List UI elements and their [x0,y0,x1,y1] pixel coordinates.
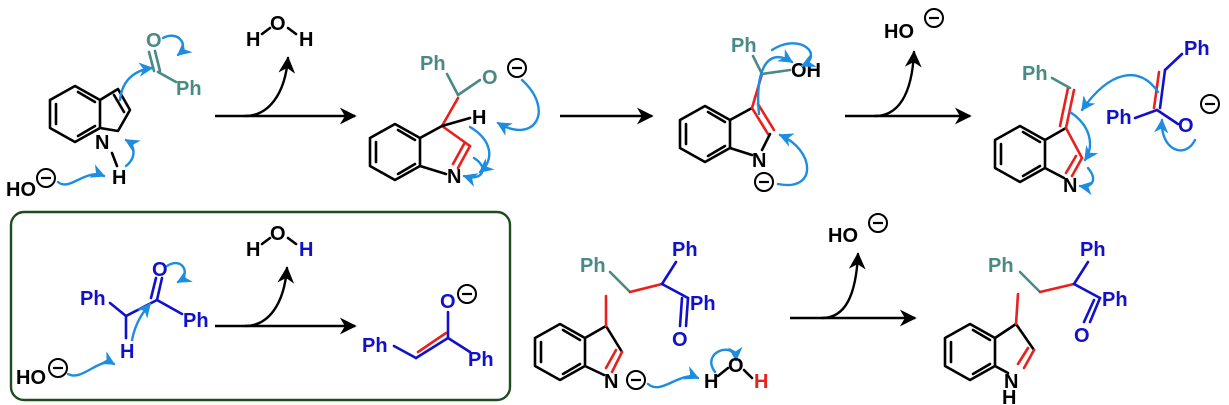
c3-hydrogen: H [472,107,486,129]
svg-text:O: O [728,355,744,377]
molecule-enolate: Ph Ph O [1106,38,1221,137]
svg-text:O: O [1074,325,1090,347]
negative-charge-icon [625,369,647,391]
hydroxide-label: HO [6,179,36,201]
enolate-formation-box [9,210,512,402]
electron-pushing-arrow-icon [165,261,193,284]
svg-text:O: O [152,259,168,281]
svg-text:O: O [440,291,456,313]
molecule-indole-start: N H HO [6,84,132,201]
indole-nitrogen: N [95,132,109,154]
svg-text:Ph: Ph [580,255,606,277]
aldehyde-oxygen: O [146,30,162,52]
svg-text:H: H [1002,387,1016,405]
svg-text:H: H [299,239,313,261]
svg-text:H: H [120,341,134,363]
imine-nitrogen: N [447,166,461,188]
svg-text:Ph: Ph [1080,239,1106,261]
electron-pushing-arrow-icon [130,302,152,342]
electron-pushing-arrow-icon [118,62,154,102]
svg-text:Ph: Ph [468,349,494,371]
svg-text:H: H [754,371,768,393]
hydroxide-byproduct-2: HO [828,225,858,247]
negative-charge-icon [35,167,57,189]
svg-text:N: N [1063,175,1077,197]
electron-pushing-arrow-icon [56,164,106,186]
svg-text:H: H [299,29,313,51]
negative-charge-icon [456,283,478,305]
electron-pushing-arrow-icon [161,34,193,57]
negative-charge-icon [506,57,528,79]
water-byproduct-1: H O H [246,13,313,51]
electron-pushing-arrow-icon [1080,74,1160,112]
molecule-deoxybenzoin: Ph O Ph H HO [16,259,209,389]
phenyl-label: Ph [176,78,202,100]
svg-text:Ph: Ph [80,288,106,310]
electron-pushing-arrow-icon [770,42,817,68]
negative-charge-icon [47,357,69,379]
molecule-enolate-product: Ph O Ph [362,283,494,371]
electron-pushing-arrow-icon [776,133,809,187]
molecule-benzaldehyde: O Ph [146,30,202,100]
svg-text:Ph: Ph [672,239,698,261]
electron-pushing-arrow-icon [646,366,700,389]
svg-text:Ph: Ph [731,35,757,57]
svg-text:H: H [246,29,260,51]
electron-pushing-arrow-icon [66,351,116,377]
alkoxide-oxygen: O [482,67,498,89]
negative-charge-icon [923,7,945,29]
negative-charge-icon [867,212,889,234]
svg-text:Ph: Ph [988,255,1014,277]
svg-text:Ph: Ph [1184,38,1210,60]
svg-text:Ph: Ph [1102,289,1128,311]
svg-text:N: N [604,371,618,393]
svg-text:N: N [1004,371,1018,393]
svg-text:Ph: Ph [1022,63,1048,85]
svg-text:H: H [704,371,718,393]
svg-text:O: O [672,329,688,351]
water-proton-source: H O H [704,355,768,393]
water-byproduct-2: H O H [246,223,313,261]
svg-text:HO: HO [16,367,46,389]
svg-text:Ph: Ph [690,293,716,315]
electron-pushing-arrow-icon [1078,166,1095,196]
byproduct-arrow-icon [243,56,296,118]
electron-pushing-arrow-icon [496,78,540,136]
electron-pushing-arrow-icon [757,49,794,116]
byproduct-arrow-icon [820,252,866,320]
svg-text:Ph: Ph [1106,107,1132,129]
svg-text:O: O [270,13,286,35]
svg-text:Ph: Ph [362,335,388,357]
svg-text:Ph: Ph [183,310,209,332]
indolide-nitrogen: N [752,150,766,172]
enolate-oxygen: O [1178,115,1194,137]
electron-pushing-arrow-icon [1068,110,1099,162]
negative-charge-icon [1199,93,1221,115]
electron-pushing-arrow-icon [468,125,495,174]
molecule-indolide-alcohol: N Ph OH [678,35,821,193]
molecule-final-product: N H Ph Ph Ph O [943,239,1128,405]
molecule-michael-adduct-anion: N Ph Ph Ph O [533,239,716,393]
indole-nh-hydrogen: H [112,167,126,189]
hydroxide-byproduct-1: HO [884,21,914,43]
electron-pushing-arrow-icon [1153,118,1197,152]
electron-pushing-arrow-icon [710,346,743,374]
negative-charge-icon [753,171,775,193]
electron-pushing-arrow-icon [462,156,484,187]
svg-text:O: O [270,223,286,245]
molecule-alkoxide-intermediate: N H Ph O [368,53,528,188]
byproduct-arrow-icon [243,266,295,328]
electron-pushing-arrow-icon [124,138,141,168]
svg-text:Ph: Ph [420,53,446,75]
byproduct-arrow-icon [873,50,922,118]
svg-text:H: H [246,239,260,261]
molecule-alkylidene-indolenine: N Ph [993,63,1084,197]
